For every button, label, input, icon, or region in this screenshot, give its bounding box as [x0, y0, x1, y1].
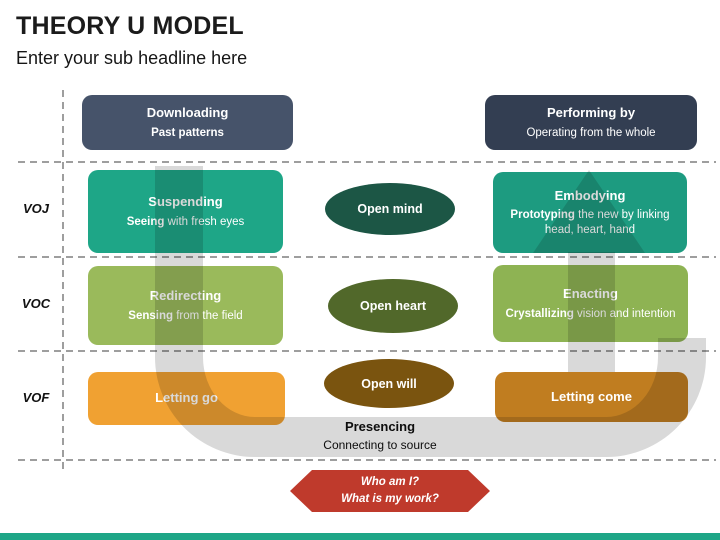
ellipse-open-mind: Open mind	[325, 183, 455, 235]
stage-title: Enacting	[563, 286, 618, 302]
row-divider-2	[18, 256, 716, 258]
presencing-title: Presencing	[344, 419, 416, 434]
stage-box-downloading: Downloading Past patterns	[82, 95, 293, 150]
stage-title: Embodying	[554, 187, 626, 203]
stage-subtitle: Crystallizing vision and intention	[505, 307, 676, 320]
stage-box-letting-go: Letting go	[88, 372, 285, 425]
row-divider-4	[18, 459, 716, 461]
stage-subtitle: Operating from the whole	[526, 126, 656, 139]
bottom-accent-bar	[0, 533, 720, 540]
hexagon-line1: Who am I?	[360, 476, 420, 489]
stage-title: Performing by	[546, 105, 636, 121]
stage-title: Downloading	[146, 105, 229, 121]
stage-box-redirecting: Redirecting Sensing from the field	[88, 266, 283, 345]
row-divider-1	[18, 161, 716, 163]
stage-subtitle: Past patterns	[151, 126, 224, 139]
page-title: THEORY U MODEL	[16, 12, 244, 40]
stage-title: Letting go	[155, 390, 218, 406]
stage-box-suspending: Suspending Seeing with fresh eyes	[88, 170, 283, 253]
stage-box-performing: Performing by Operating from the whole	[485, 95, 697, 150]
vertical-dashed-line	[62, 90, 64, 473]
row-label-voc: VOC	[21, 296, 51, 311]
hexagon-callout: Who am I? What is my work?	[290, 470, 490, 512]
stage-box-enacting: Enacting Crystallizing vision and intent…	[493, 265, 688, 342]
stage-subtitle: Prototyping the new by linking head, hea…	[510, 209, 670, 237]
stage-subtitle: Seeing with fresh eyes	[126, 215, 245, 228]
stage-title: Redirecting	[149, 288, 222, 304]
stage-title: Suspending	[148, 194, 223, 210]
row-label-voj: VOJ	[22, 201, 49, 216]
stage-box-embodying: Embodying Prototyping the new by linking…	[493, 172, 687, 253]
stage-subtitle: Sensing from the field	[128, 309, 243, 322]
ellipse-open-heart: Open heart	[328, 279, 458, 333]
page-subtitle: Enter your sub headline here	[16, 48, 248, 68]
row-divider-3	[18, 350, 716, 352]
presencing-subtitle: Connecting to source	[323, 438, 437, 452]
stage-title: Letting come	[551, 388, 632, 404]
row-label-vof: VOF	[22, 390, 50, 405]
ellipse-open-will: Open will	[324, 359, 454, 408]
stage-box-letting-come: Letting come	[495, 372, 688, 422]
hexagon-line2: What is my work?	[341, 493, 439, 505]
presencing-caption: Presencing Connecting to source	[260, 419, 500, 452]
